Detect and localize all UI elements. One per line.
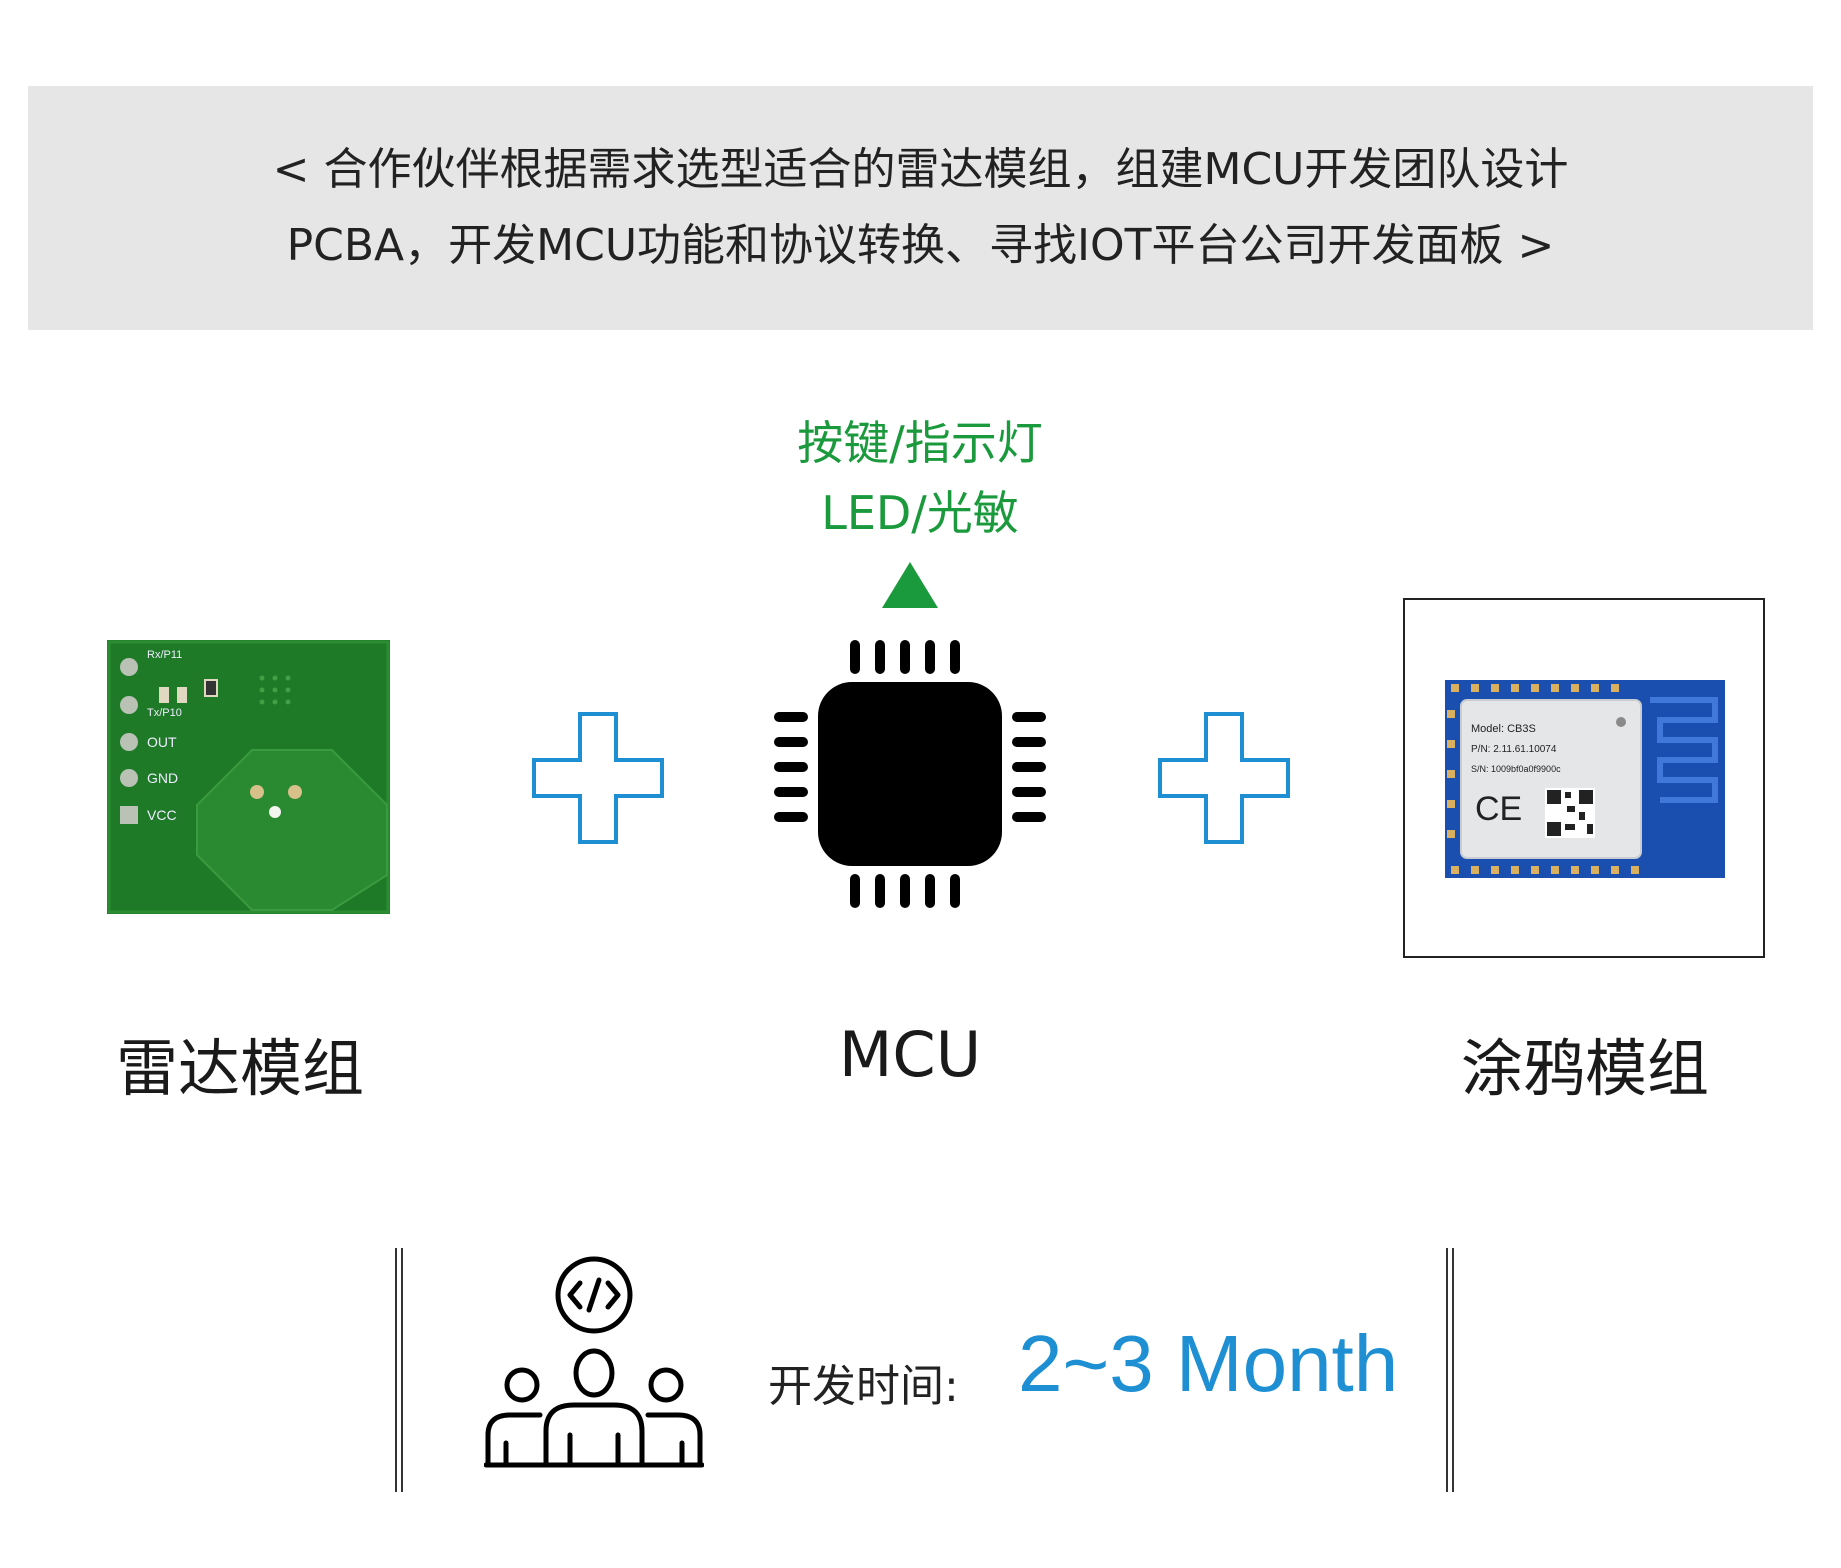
divider-right (1446, 1248, 1454, 1492)
tuya-module-image: Model: CB3S P/N: 2.11.61.10074 S/N: 1009… (1445, 680, 1725, 878)
tuya-module-frame: Model: CB3S P/N: 2.11.61.10074 S/N: 1009… (1403, 598, 1765, 958)
io-label-led: LED/光敏 (821, 486, 1019, 540)
mcu-caption: MCU (838, 1018, 982, 1091)
pin-label-vcc: VCC (147, 807, 177, 823)
plus-icon-right (1158, 712, 1290, 844)
pin-label-out: OUT (147, 734, 177, 750)
dev-time-value: 2~3 Month (1018, 1319, 1399, 1408)
tuya-model-text: Model: CB3S (1471, 723, 1536, 735)
pin-label-tx: Tx/P10 (147, 707, 182, 719)
dev-team-icon (484, 1256, 704, 1468)
io-label-buttons: 按键/指示灯 (797, 416, 1043, 470)
plus-icon-left (532, 712, 664, 844)
radar-module-image: Rx/P11 Tx/P10 OUT GND VCC (107, 640, 390, 914)
dev-time-label: 开发时间: (768, 1361, 959, 1412)
banner-line-1: < 合作伙伴根据需求选型适合的雷达模组，组建MCU开发团队设计 (272, 144, 1569, 195)
divider-left (395, 1248, 403, 1492)
tuya-sn-text: S/N: 1009bf0a0f9900c (1471, 764, 1561, 774)
tuya-pn-text: P/N: 2.11.61.10074 (1471, 744, 1557, 755)
pin-label-rx: Rx/P11 (147, 649, 182, 661)
up-arrow-icon (882, 562, 938, 608)
mcu-chip-icon (774, 640, 1046, 908)
pin-label-gnd: GND (147, 770, 178, 786)
tuya-caption: 涂鸦模组 (1460, 1032, 1709, 1105)
banner-line-2: PCBA，开发MCU功能和协议转换、寻找IOT平台公司开发面板 > (286, 220, 1555, 271)
description-banner: < 合作伙伴根据需求选型适合的雷达模组，组建MCU开发团队设计 PCBA，开发M… (28, 86, 1813, 330)
radar-caption: 雷达模组 (115, 1032, 364, 1105)
ce-mark-icon: CE (1475, 790, 1522, 828)
